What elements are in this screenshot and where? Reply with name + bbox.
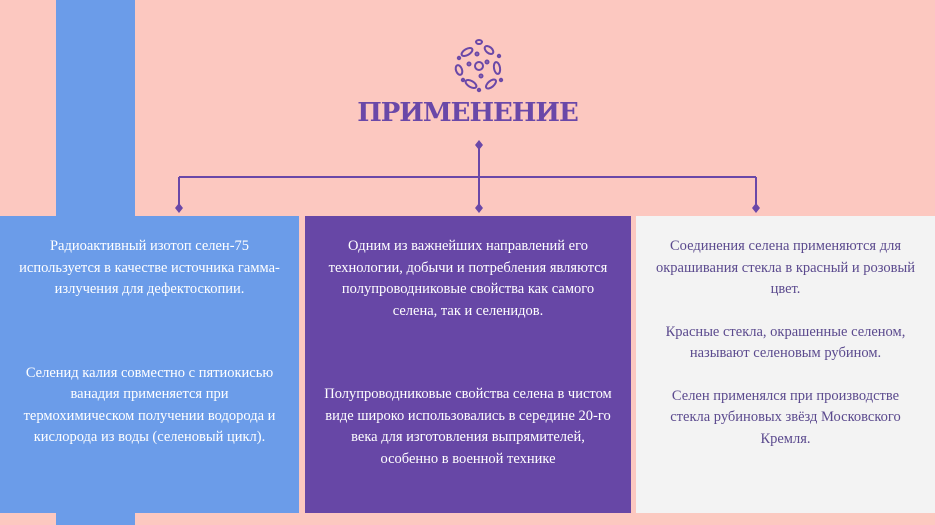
column-paragraph: Красные стекла, окрашенные селеном, назы… bbox=[665, 323, 906, 362]
column-glass-coloring: Соединения селена применяются для окраши… bbox=[636, 216, 935, 513]
column-radioactive-isotope: Радиоактивный изотоп селен-75 использует… bbox=[0, 216, 299, 513]
column-paragraph: Радиоактивный изотоп селен-75 использует… bbox=[19, 238, 280, 297]
column-semiconductors: Одним из важнейших направлений его техно… bbox=[305, 216, 631, 513]
column-paragraph: Полупроводниковые свойства селена в чист… bbox=[324, 386, 612, 467]
column-paragraph: Селенид калия совместно с пятиокисью ван… bbox=[23, 364, 276, 446]
column-paragraph: Соединения селена применяются для окраши… bbox=[655, 238, 915, 297]
bacteria-cluster-icon bbox=[447, 34, 511, 98]
column-paragraph: Одним из важнейших направлений его техно… bbox=[328, 238, 608, 319]
page-title: ПРИМЕНЕНИЕ bbox=[357, 98, 579, 128]
column-paragraph: Селен применялся при производстве стекла… bbox=[670, 387, 901, 447]
